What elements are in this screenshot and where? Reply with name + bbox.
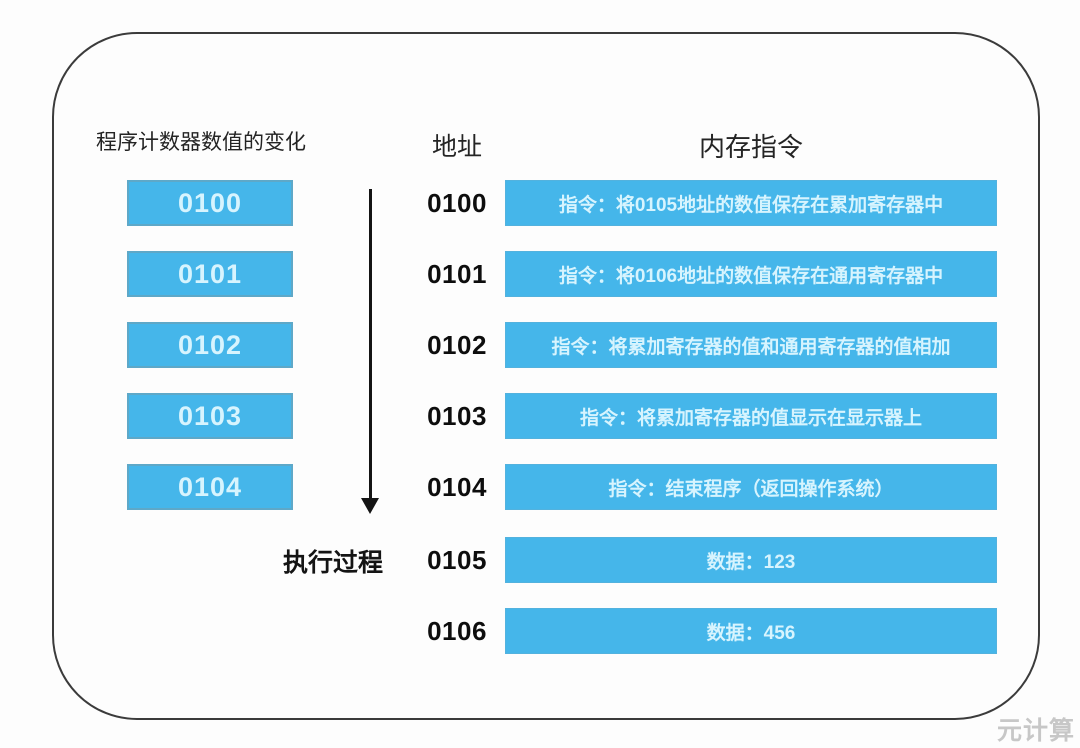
memory-instruction-box: 指令：结束程序（返回操作系统） (505, 464, 997, 510)
watermark: 元计算 (997, 717, 1076, 745)
address-label: 0104 (427, 472, 487, 502)
pc-value-box: 0101 (127, 251, 293, 297)
pc-column-header: 程序计数器数值的变化 (96, 131, 306, 154)
pc-value-box: 0104 (127, 464, 293, 510)
memory-instruction-box: 指令：将累加寄存器的值和通用寄存器的值相加 (505, 322, 997, 368)
arrow-down-icon-head (361, 498, 379, 514)
pc-value-box: 0102 (127, 322, 293, 368)
memory-data-box: 数据：123 (505, 537, 997, 583)
execution-process-label: 执行过程 (283, 549, 384, 577)
memory-instruction-box: 指令：将0106地址的数值保存在通用寄存器中 (505, 251, 997, 297)
pc-value-box: 0100 (127, 180, 293, 226)
memory-instruction-box: 指令：将累加寄存器的值显示在显示器上 (505, 393, 997, 439)
memory-instruction-box: 指令：将0105地址的数值保存在累加寄存器中 (505, 180, 997, 226)
memory-column-header: 内存指令 (698, 132, 803, 162)
address-label: 0100 (427, 188, 487, 218)
address-label: 0103 (427, 401, 487, 431)
memory-data-box: 数据：456 (505, 608, 997, 654)
arrow-down-icon (369, 189, 372, 499)
pc-value-box: 0103 (127, 393, 293, 439)
address-label: 0105 (427, 545, 487, 575)
address-label: 0102 (427, 330, 487, 360)
diagram-frame (52, 32, 1040, 720)
address-label: 0106 (427, 616, 487, 646)
address-label: 0101 (427, 259, 487, 289)
address-column-header: 地址 (431, 133, 482, 161)
